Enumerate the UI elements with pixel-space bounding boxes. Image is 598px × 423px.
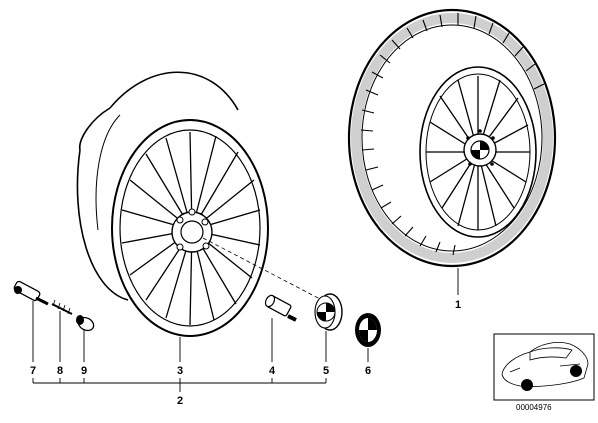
leader-lines xyxy=(32,268,459,392)
front-wheel-marker xyxy=(521,379,533,391)
emblem xyxy=(355,313,381,347)
inset-reference-number: 00004976 xyxy=(516,403,552,412)
car-silhouette xyxy=(501,342,589,387)
hub-cap xyxy=(314,293,343,331)
assembly-axis xyxy=(202,237,323,301)
light-alloy-rim xyxy=(76,71,269,337)
tire-tread xyxy=(360,13,545,256)
callout-8: 8 xyxy=(57,365,63,377)
complete-wheel-assembly xyxy=(347,8,557,268)
rear-wheel-marker xyxy=(570,365,582,377)
callout-labels: 1 2 3 4 5 6 7 8 9 xyxy=(30,299,461,407)
mounted-wheel-spokes xyxy=(426,76,530,230)
callout-7: 7 xyxy=(30,365,36,377)
callout-2: 2 xyxy=(177,395,183,407)
valve-insert xyxy=(51,299,73,315)
valve xyxy=(13,280,49,306)
callout-3: 3 xyxy=(177,365,183,377)
vehicle-location-inset: 00004976 xyxy=(493,333,595,412)
callout-5: 5 xyxy=(323,365,329,377)
callout-6: 6 xyxy=(365,365,371,377)
callout-4: 4 xyxy=(269,365,276,377)
callout-9: 9 xyxy=(81,365,87,377)
valve-cap xyxy=(76,315,95,332)
callout-1: 1 xyxy=(455,299,461,311)
wheel-bolt xyxy=(264,294,297,322)
rim-spokes xyxy=(121,131,261,326)
